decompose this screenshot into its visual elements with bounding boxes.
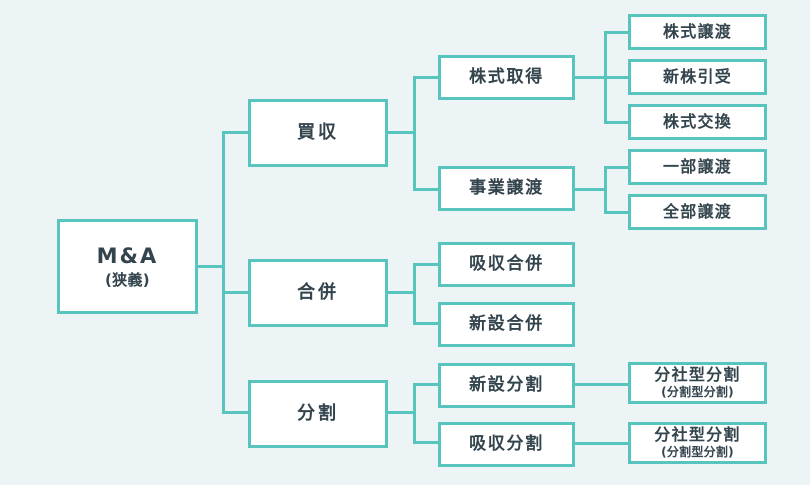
connector-baishu-branch-1 — [413, 188, 440, 191]
connector-kabushiki-shutoku-branch-1 — [604, 76, 630, 79]
node-label: 買収 — [297, 121, 339, 143]
connector-bunkatsu-branch-1 — [413, 441, 440, 444]
node-level4-kabushiki-kokan[interactable]: 株式交換 — [628, 104, 767, 140]
node-label: 吸収分割 — [469, 433, 544, 454]
connector-bunkatsu-stub — [386, 411, 415, 414]
node-level2-bunkatsu[interactable]: 分割 — [248, 380, 388, 448]
node-level3-kyushu-gappei[interactable]: 吸収合併 — [438, 242, 575, 287]
node-level2-baishu[interactable]: 買収 — [248, 99, 388, 167]
connector-jigyo-joto-trunk — [604, 166, 607, 213]
node-label: 吸収合併 — [469, 253, 544, 274]
node-level4-kabushiki-joto[interactable]: 株式譲渡 — [628, 14, 767, 50]
node-label: 新株引受 — [662, 66, 733, 86]
node-level4-bunshagata-bunkatsu-kyushu[interactable]: 分社型分割 (分割型分割) — [628, 422, 767, 464]
node-label: 株式譲渡 — [662, 21, 733, 41]
node-label: 全部譲渡 — [662, 201, 733, 221]
connector-gappei-trunk — [413, 263, 416, 325]
connector-kyushu-bunkatsu-leaf — [573, 442, 630, 445]
node-label: 事業譲渡 — [469, 177, 544, 198]
connector-jigyo-joto-branch-1 — [604, 211, 630, 214]
node-level4-zenbu-joto[interactable]: 全部譲渡 — [628, 194, 767, 230]
connector-gappei-branch-0 — [413, 263, 440, 266]
connector-root-stub — [198, 265, 225, 268]
connector-bunkatsu-branch-0 — [413, 383, 440, 386]
connector-level2-trunk — [222, 131, 225, 414]
node-level4-shinkabu-hikiuke[interactable]: 新株引受 — [628, 59, 767, 95]
connector-gappei-branch-1 — [413, 322, 440, 325]
connector-baishu-trunk — [413, 76, 416, 191]
node-root-sublabel: (狭義) — [105, 270, 150, 289]
connector-kabushiki-shutoku-stub — [573, 76, 606, 79]
connector-bunkatsu-trunk — [413, 383, 416, 443]
node-level3-shinsetsu-bunkatsu[interactable]: 新設分割 — [438, 363, 575, 408]
node-level3-jigyo-joto[interactable]: 事業譲渡 — [438, 166, 575, 211]
node-level2-gappei[interactable]: 合併 — [248, 259, 388, 327]
connector-shinsetsu-bunkatsu-leaf — [573, 383, 630, 386]
connector-jigyo-joto-branch-0 — [604, 166, 630, 169]
node-label: 新設合併 — [469, 313, 544, 334]
connector-level2-branch-0 — [222, 131, 250, 134]
node-label: 分割 — [297, 402, 339, 424]
connector-kabushiki-shutoku-branch-2 — [604, 121, 630, 124]
connector-level2-branch-2 — [222, 411, 250, 414]
node-label: 株式取得 — [469, 66, 544, 87]
node-label: 分社型分割 — [654, 365, 741, 385]
node-level4-ichibu-joto[interactable]: 一部譲渡 — [628, 149, 767, 185]
connector-kabushiki-shutoku-branch-0 — [604, 31, 630, 34]
node-sublabel: (分割型分割) — [661, 384, 734, 399]
node-root-label: M&A — [96, 243, 159, 268]
connector-jigyo-joto-stub — [573, 188, 606, 191]
node-level3-kabushiki-shutoku[interactable]: 株式取得 — [438, 55, 575, 100]
node-level4-bunshagata-bunkatsu-shinsetsu[interactable]: 分社型分割 (分割型分割) — [628, 362, 767, 404]
node-level3-kyushu-bunkatsu[interactable]: 吸収分割 — [438, 422, 575, 467]
node-label: 株式交換 — [662, 111, 733, 131]
node-root-mna[interactable]: M&A (狭義) — [57, 219, 198, 314]
connector-baishu-branch-0 — [413, 76, 440, 79]
node-label: 新設分割 — [469, 374, 544, 395]
node-sublabel: (分割型分割) — [661, 444, 734, 459]
node-label: 一部譲渡 — [662, 156, 733, 176]
connector-baishu-stub — [386, 131, 415, 134]
node-level3-shinsetsu-gappei[interactable]: 新設合併 — [438, 302, 575, 347]
node-label: 合併 — [297, 281, 339, 303]
node-label: 分社型分割 — [654, 425, 741, 445]
connector-gappei-stub — [386, 291, 415, 294]
connector-level2-branch-1 — [222, 291, 250, 294]
